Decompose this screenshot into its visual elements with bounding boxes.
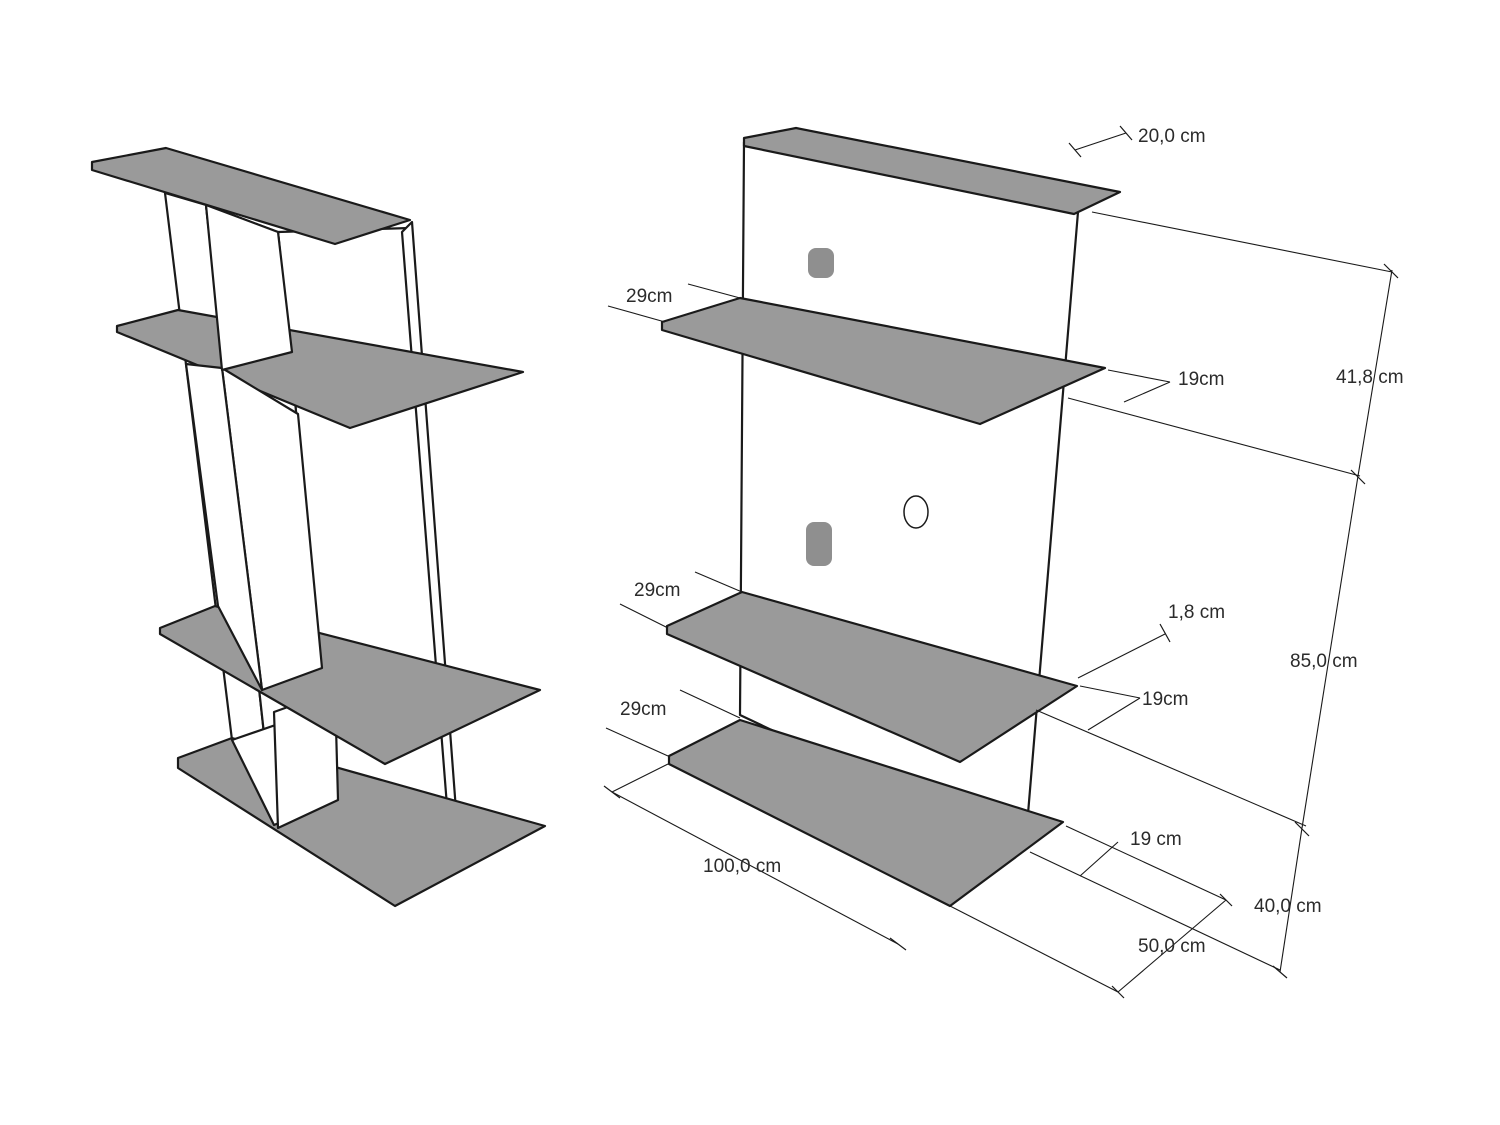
- dim-shelf3-depth: 29cm: [620, 699, 666, 720]
- shelf-2: [665, 590, 1079, 764]
- upper-slat: [204, 203, 294, 372]
- label-smudge-upper: [808, 248, 834, 278]
- cable-hole: [903, 495, 929, 529]
- label-smudge-lower: [806, 522, 832, 566]
- dim-base-width: 50,0 cm: [1138, 936, 1206, 957]
- dim-total-width: 100,0 cm: [703, 856, 781, 877]
- dimension-labels: 20,0 cm 29cm 19cm 41,8 cm 29cm 1,8 cm 85…: [620, 126, 1404, 957]
- dim-shelf3-side-depth: 19 cm: [1130, 829, 1182, 850]
- dim-shelf2-depth: 29cm: [634, 580, 680, 601]
- dim-top-shelf-depth: 20,0 cm: [1138, 126, 1206, 147]
- shelf-1: [660, 296, 1107, 426]
- top-board: [742, 126, 1122, 216]
- mid-slat-left: [184, 362, 264, 692]
- dim-upper-height: 41,8 cm: [1336, 367, 1404, 388]
- dimension-lines: [603, 125, 1399, 999]
- dim-lower-height: 85,0 cm: [1290, 651, 1358, 672]
- dim-shelf1-side-depth: 19cm: [1178, 369, 1224, 390]
- dim-shelf1-depth: 29cm: [626, 286, 672, 307]
- dim-shelf2-side-depth: 19cm: [1142, 689, 1188, 710]
- left-shelf-view: [90, 146, 547, 908]
- dim-base-height: 40,0 cm: [1254, 896, 1322, 917]
- shelf-3: [667, 718, 1065, 908]
- top-shelf: [90, 146, 412, 246]
- right-shelf-view: 20,0 cm 29cm 19cm 41,8 cm 29cm 1,8 cm 85…: [603, 125, 1404, 999]
- dim-panel-thickness: 1,8 cm: [1168, 602, 1225, 623]
